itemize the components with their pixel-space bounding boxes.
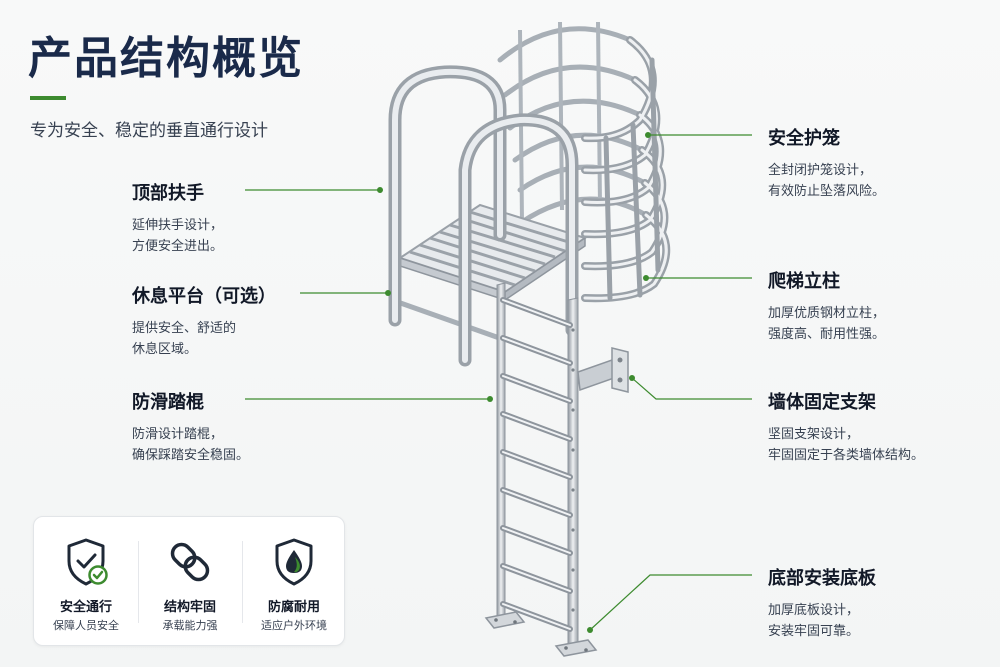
callout-base-plate: 底部安装底板 加厚底板设计， 安装牢固可靠。 [768,564,876,642]
feature-desc: 保障人员安全 [53,619,119,632]
feature-desc: 承载能力强 [162,619,218,632]
callout-desc: 防滑设计踏棍， 确保踩踏安全稳固。 [132,427,250,463]
callout-desc: 提供安全、舒适的 休息区域。 [132,321,237,357]
title-underline [30,96,66,100]
chain-link-icon [170,542,210,582]
callout-desc: 全封闭护笼设计， 有效防止坠落风险。 [768,163,886,199]
callout-wall-bracket: 墙体固定支架 坚固支架设计， 牢固固定于各类墙体结构。 [768,388,924,466]
feature-corrosion-resistant: 防腐耐用 适应户外环境 [242,517,346,647]
leader-lines [245,134,752,631]
feature-divider [242,541,243,623]
leader-dots [377,132,651,633]
callout-safety-cage: 安全护笼 全封闭护笼设计， 有效防止坠落风险。 [768,124,885,202]
callout-title: 顶部扶手 [132,183,204,204]
feature-safe-passage: 安全通行 保障人员安全 [34,517,138,647]
callout-top-handrail: 顶部扶手 延伸扶手设计， 方便安全进出。 [132,179,223,257]
feature-name: 结构牢固 [163,600,216,615]
leader-base-plate [589,574,752,631]
feature-solid-structure: 结构牢固 承载能力强 [138,517,242,647]
anti-slip-rungs [500,297,573,632]
feature-divider [138,541,139,623]
page-subtitle: 专为安全、稳定的垂直通行设计 [30,121,268,141]
callout-desc: 延伸扶手设计， 方便安全进出。 [132,218,224,254]
callout-rest-platform: 休息平台（可选） 提供安全、舒适的 休息区域。 [132,282,276,360]
base-plates [484,611,598,657]
shield-check-icon [67,538,108,586]
callout-title: 休息平台（可选） [132,286,276,307]
page-title: 产品结构概览 [28,33,304,84]
callout-title: 底部安装底板 [768,568,876,589]
callout-title: 爬梯立柱 [768,271,840,292]
top-handrail [388,65,579,367]
safety-cage-front [581,36,671,303]
wall-bracket [577,347,629,393]
callout-ladder-stiles: 爬梯立柱 加厚优质钢材立柱， 强度高、耐用性强。 [768,267,885,345]
callout-title: 墙体固定支架 [768,392,876,413]
callout-desc: 坚固支架设计， 牢固固定于各类墙体结构。 [768,427,925,463]
feature-desc: 适应户外环境 [261,619,327,632]
feature-name: 防腐耐用 [267,600,320,615]
callout-desc: 加厚优质钢材立柱， 强度高、耐用性强。 [768,306,886,342]
shield-drop-icon [275,538,313,586]
callout-title: 防滑踏棍 [132,392,204,413]
features-card: 安全通行 保障人员安全 结构牢固 承载能力强 防腐耐用 适应户外环境 [33,516,345,646]
leader-wall-bracket [631,377,752,400]
callout-title: 安全护笼 [768,128,840,149]
feature-name: 安全通行 [59,600,112,615]
callout-desc: 加厚底板设计， 安装牢固可靠。 [768,603,860,639]
callout-anti-slip-rungs: 防滑踏棍 防滑设计踏棍， 确保踩踏安全稳固。 [132,388,249,466]
